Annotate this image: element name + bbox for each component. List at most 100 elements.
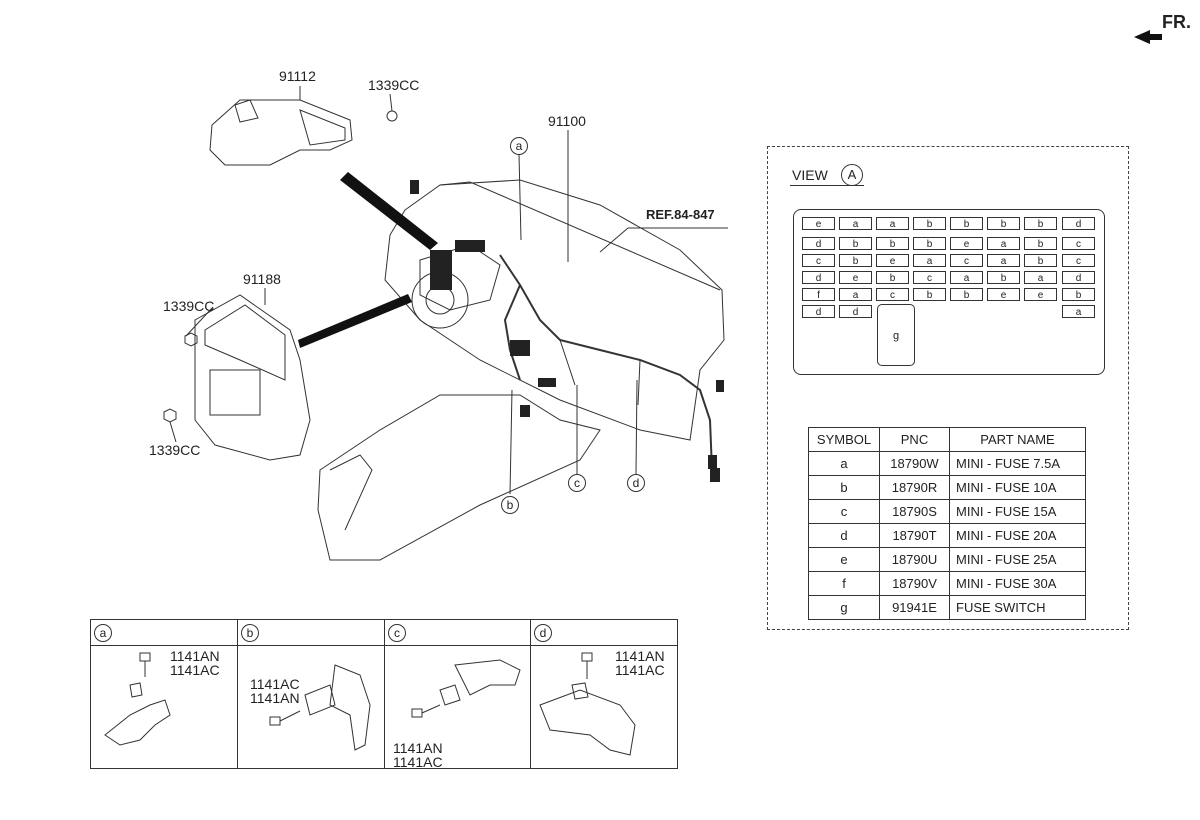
fuse-cell: e: [950, 237, 983, 250]
cell-part-name: MINI - FUSE 20A: [949, 523, 1086, 548]
fuse-cell: b: [1024, 237, 1057, 250]
fuse-cell: d: [802, 305, 835, 318]
detail-a-label-1: 1141AN: [170, 648, 220, 664]
detail-b-label-1: 1141AC: [250, 676, 300, 692]
junction-bracket-91112: [209, 99, 353, 166]
detail-marker-a: a: [94, 624, 112, 642]
fuse-cell: d: [802, 271, 835, 284]
cell-pnc: 18790W: [879, 451, 950, 476]
junction-box-91188: [194, 294, 311, 461]
fuse-cell: a: [1062, 305, 1095, 318]
fuse-cell: c: [876, 288, 909, 301]
callout-a: a: [510, 137, 528, 155]
fuse-cell: b: [913, 288, 946, 301]
detail-divider-2: [384, 620, 385, 768]
fuse-cell: a: [950, 271, 983, 284]
fuse-cell: b: [1062, 288, 1095, 301]
detail-c-label-1: 1141AN: [393, 740, 443, 756]
fuse-box-outline: [793, 209, 1105, 375]
reference-label: REF.84-847: [646, 207, 715, 222]
cell-pnc: 18790U: [879, 547, 950, 572]
detail-divider-1: [237, 620, 238, 768]
cell-symbol: g: [808, 595, 880, 620]
callout-c: c: [568, 474, 586, 492]
detail-d-label-2: 1141AC: [615, 662, 665, 678]
fuse-cell: c: [950, 254, 983, 267]
fuse-cell: b: [987, 271, 1020, 284]
cell-part-name: MINI - FUSE 25A: [949, 547, 1086, 572]
header-part-name: PART NAME: [949, 427, 1086, 452]
bolt-icon-d: [581, 652, 593, 662]
fuse-cell: e: [987, 288, 1020, 301]
center-console: [317, 394, 601, 561]
cell-pnc: 18790T: [879, 523, 950, 548]
detail-illustrations: [104, 652, 636, 756]
nut-1339cc-left: [184, 332, 198, 347]
fuse-switch-slot: g: [877, 304, 915, 366]
cell-pnc: 18790V: [879, 571, 950, 596]
fuse-cell: d: [1062, 217, 1095, 230]
bolt-icon-c: [411, 708, 423, 718]
cell-part-name: MINI - FUSE 15A: [949, 499, 1086, 524]
fuse-cell: b: [1024, 217, 1057, 230]
part-label-1339cc-left: 1339CC: [163, 298, 215, 314]
dashboard-wiring-illustration: [163, 86, 728, 561]
fuse-cell: d: [1062, 271, 1095, 284]
fuse-cell: d: [839, 305, 872, 318]
parts-table-header: SYMBOL PNC PART NAME: [808, 427, 1086, 452]
fuse-cell: e: [839, 271, 872, 284]
fuse-cell: b: [913, 217, 946, 230]
fuse-cell: e: [802, 217, 835, 230]
view-marker: A: [841, 164, 863, 186]
view-title: VIEW: [792, 167, 828, 183]
cell-part-name: FUSE SWITCH: [949, 595, 1086, 620]
header-pnc: PNC: [879, 427, 950, 452]
detail-marker-b: b: [241, 624, 259, 642]
fuse-cell: b: [839, 237, 872, 250]
cell-pnc: 18790S: [879, 499, 950, 524]
part-label-91188: 91188: [243, 271, 281, 287]
detail-d-label-1: 1141AN: [615, 648, 665, 664]
fuse-cell: b: [1024, 254, 1057, 267]
fuse-cell: a: [839, 288, 872, 301]
fuse-cell: d: [802, 237, 835, 250]
callout-d: d: [627, 474, 645, 492]
callout-b: b: [501, 496, 519, 514]
fuse-cell: c: [802, 254, 835, 267]
fuse-cell: b: [913, 237, 946, 250]
cell-part-name: MINI - FUSE 30A: [949, 571, 1086, 596]
header-symbol: SYMBOL: [808, 427, 880, 452]
fuse-cell: f: [802, 288, 835, 301]
detail-a-label-2: 1141AC: [170, 662, 220, 678]
fuse-cell: c: [1062, 254, 1095, 267]
cell-symbol: d: [808, 523, 880, 548]
cell-symbol: b: [808, 475, 880, 500]
fuse-cell: a: [876, 217, 909, 230]
detail-marker-d: d: [534, 624, 552, 642]
bolt-icon-b: [269, 716, 281, 726]
detail-b-label-2: 1141AN: [250, 690, 300, 706]
detail-marker-c: c: [388, 624, 406, 642]
bolt-icon-a: [139, 652, 151, 662]
detail-c-label-2: 1141AC: [393, 754, 443, 770]
fuse-cell: b: [987, 217, 1020, 230]
detail-views-panel: a b c d: [90, 619, 678, 769]
detail-divider-3: [530, 620, 531, 768]
front-direction-label: FR.: [1162, 12, 1191, 32]
view-a-panel: [767, 146, 1129, 630]
fuse-cell: c: [913, 271, 946, 284]
cell-symbol: a: [808, 451, 880, 476]
fuse-cell: b: [876, 237, 909, 250]
part-label-91112: 91112: [279, 68, 316, 84]
fuse-cell: c: [1062, 237, 1095, 250]
cell-part-name: MINI - FUSE 7.5A: [949, 451, 1086, 476]
cell-symbol: e: [808, 547, 880, 572]
part-label-1339cc-top: 1339CC: [368, 77, 420, 93]
